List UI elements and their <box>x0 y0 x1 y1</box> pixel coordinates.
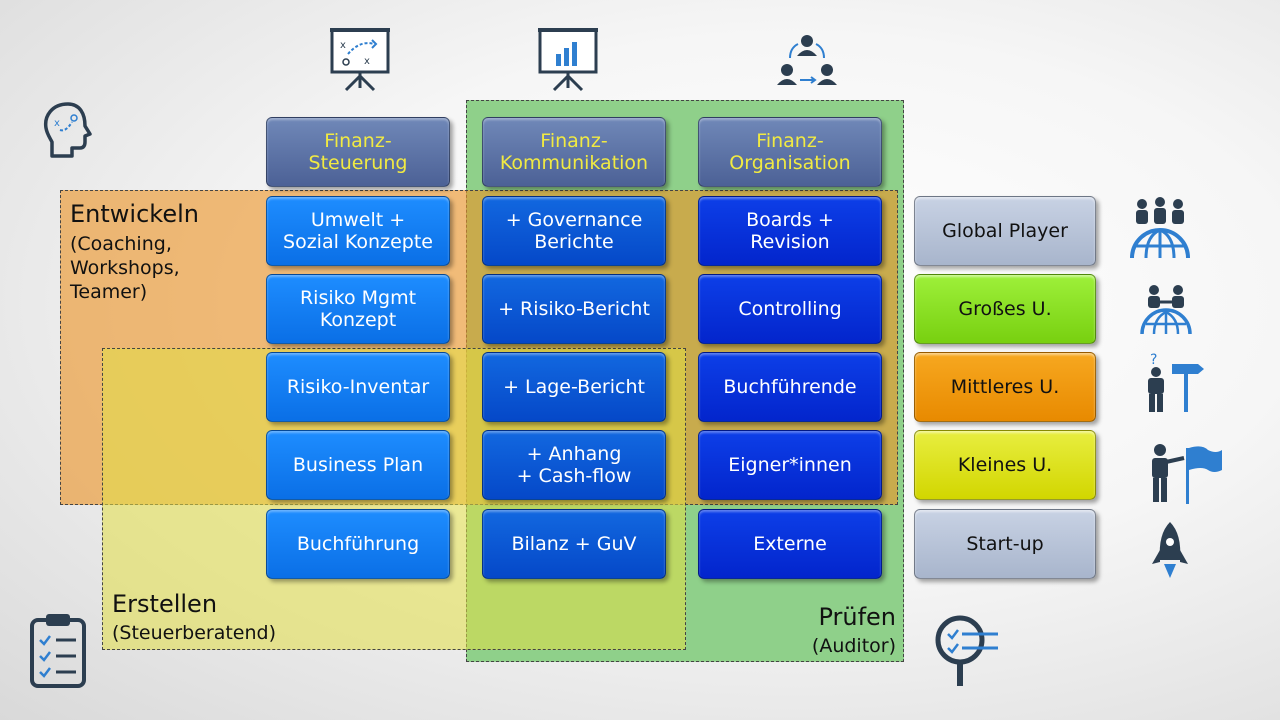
steuerung-item: Business Plan <box>266 430 450 500</box>
size-grosses-u: Großes U. <box>914 274 1096 344</box>
entwickeln-subtitle: (Coaching, Workshops, Teamer) <box>70 233 180 303</box>
entwickeln-title: Entwickeln <box>70 200 199 228</box>
head-strategy-icon: x <box>43 102 92 158</box>
kommunikation-item: + Anhang + Cash-flow <box>482 430 666 500</box>
steuerung-item: Risiko Mgmt Konzept <box>266 274 450 344</box>
size-start-up: Start-up <box>914 509 1096 579</box>
svg-text:?: ? <box>1150 352 1157 368</box>
rocket-icon <box>1152 522 1188 578</box>
team-cycle-icon <box>777 35 837 85</box>
global-team-icon <box>1130 197 1190 259</box>
organisation-item: Eigner*innen <box>698 430 882 500</box>
person-flag-icon <box>1152 444 1222 504</box>
steuerung-item: Umwelt + Sozial Konzepte <box>266 196 450 266</box>
header-finanz-steuerung: Finanz- Steuerung <box>266 117 450 187</box>
erstellen-subtitle: (Steuerberatend) <box>112 622 277 644</box>
organisation-item: Externe <box>698 509 882 579</box>
question-signpost-icon: ? <box>1148 352 1204 412</box>
magnifier-checklist-icon <box>935 615 998 686</box>
steuerung-item: Risiko-Inventar <box>266 352 450 422</box>
size-kleines-u: Kleines U. <box>914 430 1096 500</box>
svg-text:x: x <box>54 118 60 129</box>
strategy-board-icon: x x <box>330 28 390 92</box>
organisation-item: Controlling <box>698 274 882 344</box>
kommunikation-item: + Lage-Bericht <box>482 352 666 422</box>
kommunikation-item: + Governance Berichte <box>482 196 666 266</box>
header-finanz-organisation: Finanz- Organisation <box>698 117 882 187</box>
header-finanz-kommunikation: Finanz- Kommunikation <box>482 117 666 187</box>
kommunikation-item: + Risiko-Bericht <box>482 274 666 344</box>
size-global-player: Global Player <box>914 196 1096 266</box>
clipboard-checklist-icon <box>30 614 86 688</box>
pruefen-title: Prüfen <box>818 603 896 631</box>
erstellen-title: Erstellen <box>112 590 218 618</box>
pruefen-subtitle: (Auditor) <box>811 635 896 657</box>
steuerung-item: Buchführung <box>266 509 450 579</box>
organisation-item: Buchführende <box>698 352 882 422</box>
chart-presentation-icon <box>538 28 598 92</box>
size-mittleres-u: Mittleres U. <box>914 352 1096 422</box>
globe-handshake-icon <box>1140 285 1192 335</box>
svg-text:x: x <box>364 56 370 67</box>
svg-text:x: x <box>340 40 346 51</box>
kommunikation-item: Bilanz + GuV <box>482 509 666 579</box>
organisation-item: Boards + Revision <box>698 196 882 266</box>
